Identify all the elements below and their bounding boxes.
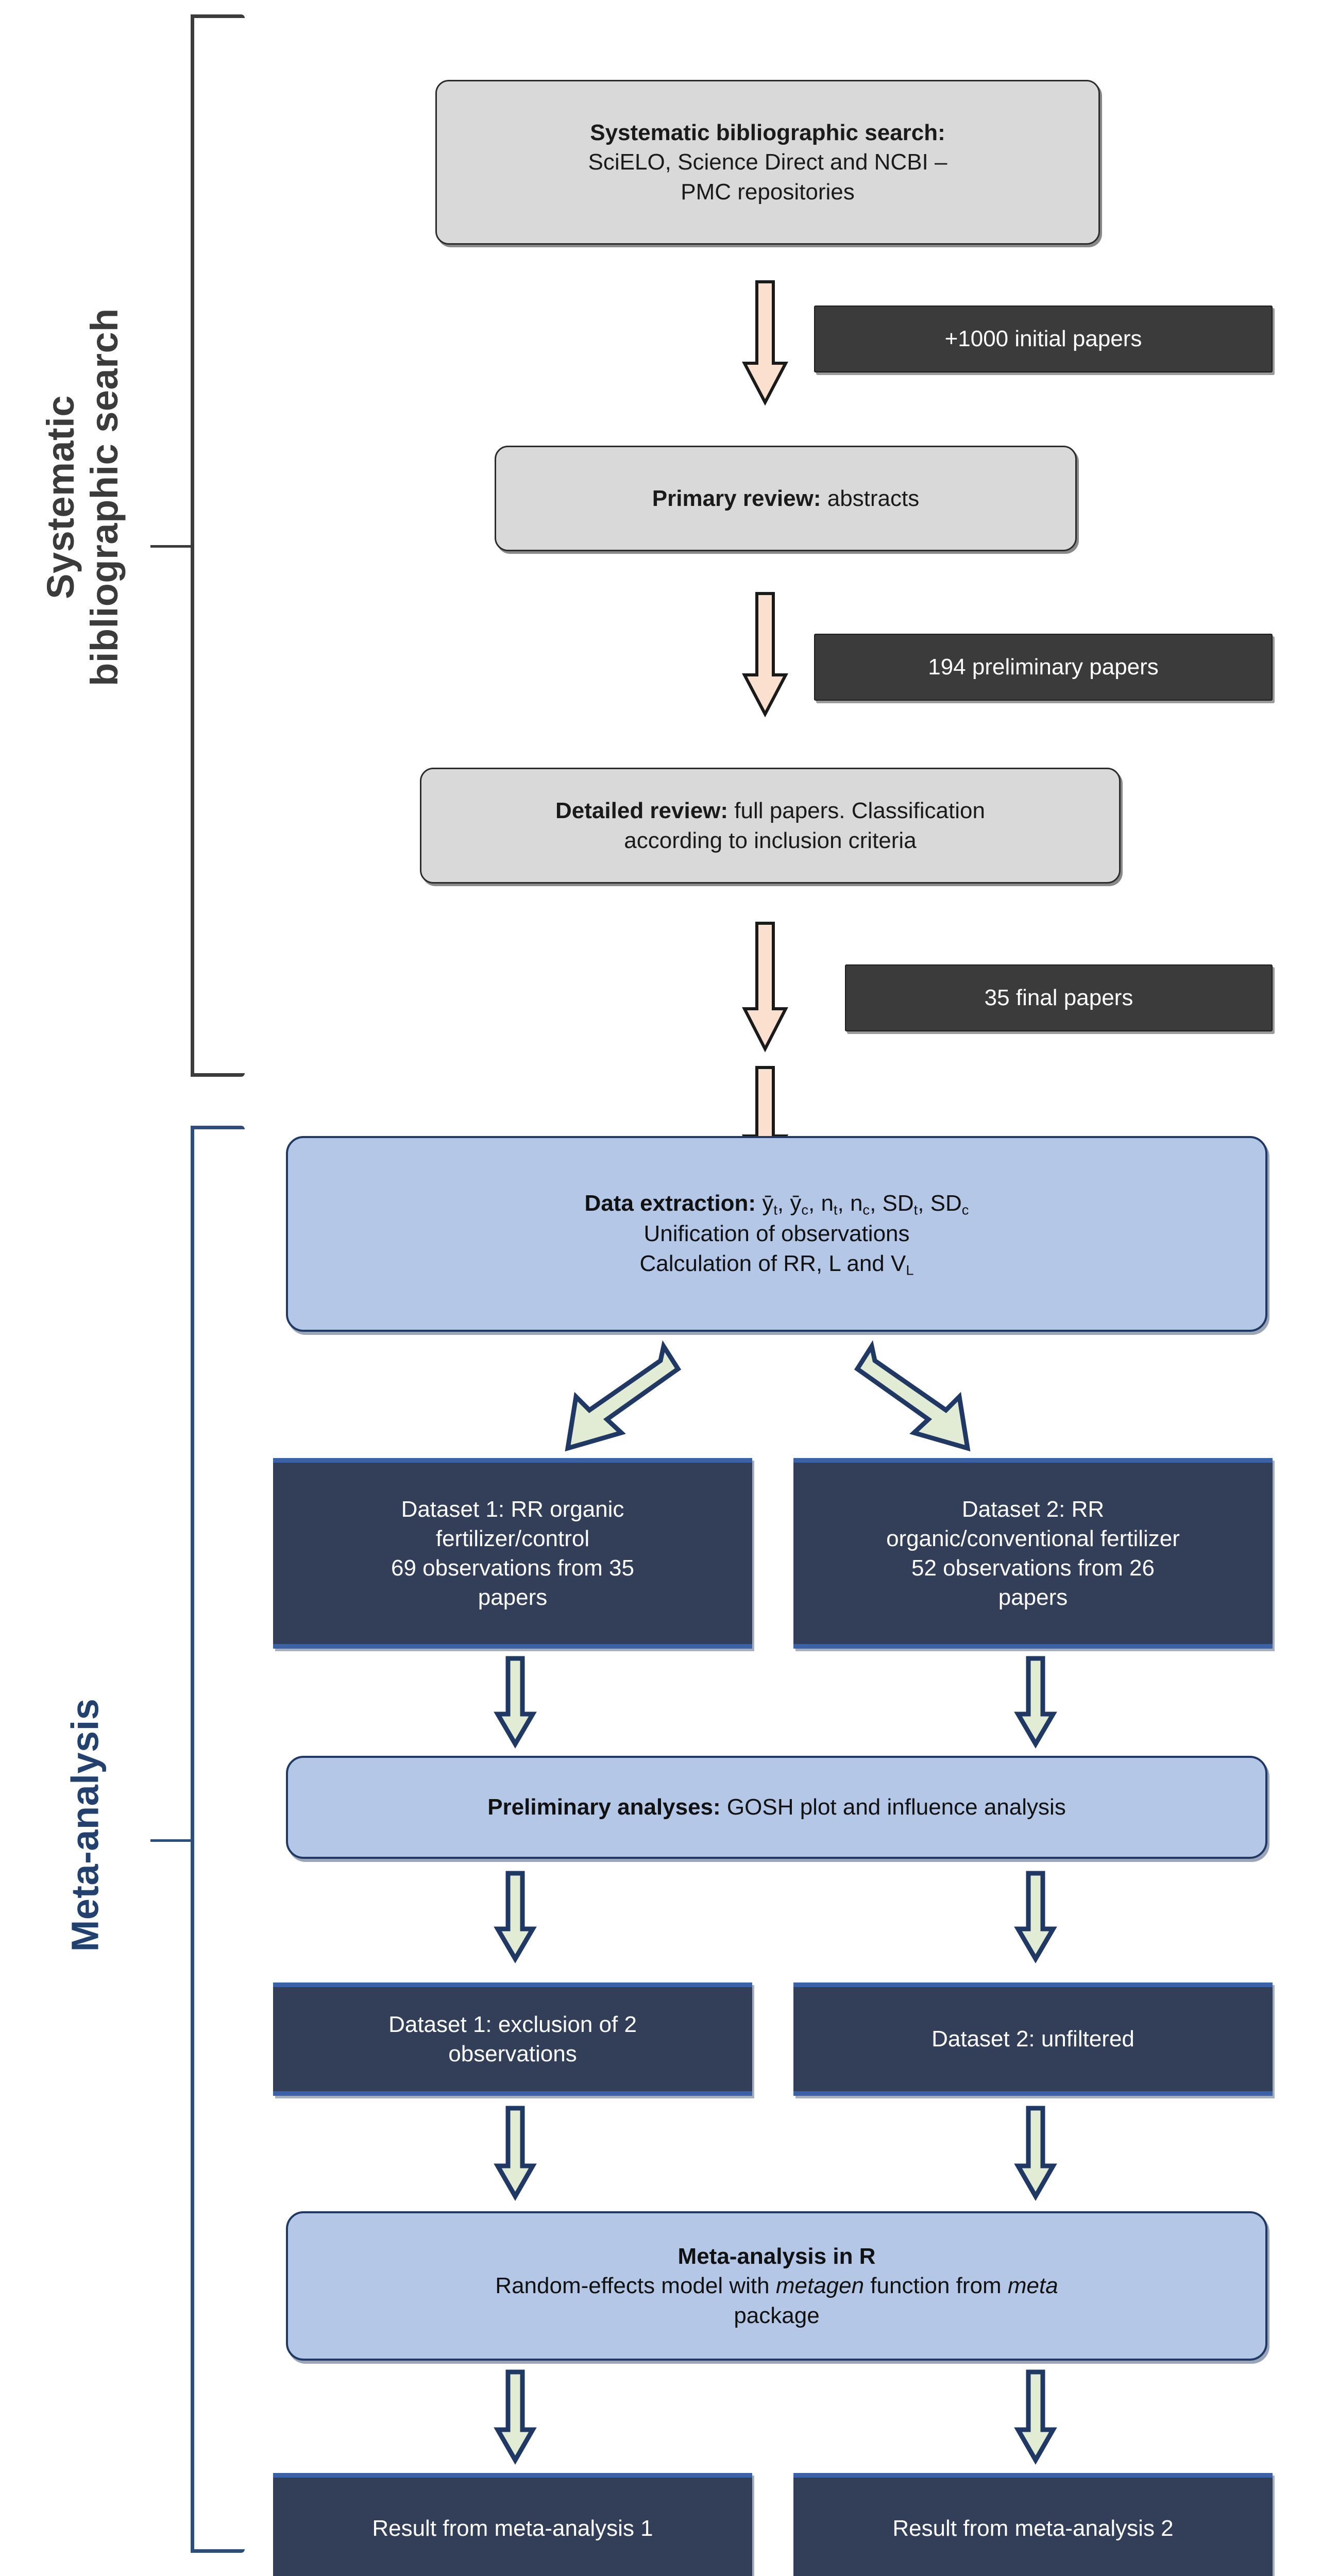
node-line-1: Dataset 1: exclusion of 2	[388, 2011, 637, 2037]
node-line-3: Calculation of RR, L and VL	[639, 1250, 914, 1278]
node-line-4: papers	[478, 1585, 548, 1611]
bracket-middle-nub	[150, 1839, 193, 1842]
node-label: +1000 initial papers	[944, 326, 1142, 352]
node-line1-bold: Detailed review:	[555, 798, 729, 824]
node-line-4: papers	[998, 1585, 1068, 1611]
node-primary-review[interactable]: Primary review: abstracts	[495, 446, 1077, 551]
arrow-down-green-right-1	[1010, 1656, 1061, 1749]
node-count-final-papers[interactable]: 35 final papers	[845, 964, 1273, 1031]
arrow-down-green-left-1	[489, 1656, 541, 1749]
node-line-2: SciELO, Science Direct and NCBI –	[588, 149, 947, 175]
node-line-1: Systematic bibliographic search:	[590, 120, 945, 146]
node-line-2: observations	[448, 2041, 577, 2066]
node-preliminary-analyses[interactable]: Preliminary analyses: GOSH plot and infl…	[286, 1756, 1267, 1859]
section-label-line1: Systematic	[39, 395, 82, 599]
node-detailed-review[interactable]: Detailed review: full papers. Classifica…	[420, 768, 1121, 884]
node-line-1: Dataset 2: RR	[961, 1496, 1105, 1522]
node-label: 194 preliminary papers	[928, 654, 1159, 680]
node-label-bold: Primary review:	[652, 485, 821, 511]
arrow-down-peach-2	[734, 592, 796, 718]
bracket-bottom-cap	[191, 2549, 245, 2553]
node-data-extraction[interactable]: Data extraction: ȳt, ȳc, nt, nc, SDt, SD…	[286, 1136, 1267, 1332]
node-line1-bold: Data extraction:	[584, 1191, 756, 1216]
node-line-3: 52 observations from 26	[911, 1555, 1155, 1581]
node-line-1: Meta-analysis in R	[678, 2244, 876, 2269]
section-label-line2: bibliographic search	[83, 308, 126, 686]
node-dataset-2-filtered[interactable]: Dataset 2: unfiltered	[793, 1982, 1273, 2096]
node-line2-a: Random-effects model with	[495, 2273, 776, 2299]
node-line-1: Dataset 1: RR organic	[401, 1496, 624, 1522]
node-line2-italic-meta: meta	[1007, 2273, 1058, 2299]
node-line-2: fertilizer/control	[435, 1526, 590, 1551]
node-line-2: Unification of observations	[643, 1221, 910, 1247]
node-label-rest: abstracts	[821, 485, 920, 511]
bracket-top-cap	[191, 1126, 245, 1129]
node-line-2: according to inclusion criteria	[624, 827, 917, 853]
node-dataset-1[interactable]: Dataset 1: RR organic fertilizer/control…	[273, 1458, 752, 1649]
node-line-3: 69 observations from 35	[391, 1555, 635, 1581]
node-label-bold: Preliminary analyses:	[487, 1794, 721, 1820]
arrow-down-green-left-2	[489, 1871, 541, 1963]
node-line-1: Dataset 2: unfiltered	[931, 2026, 1134, 2052]
node-result-meta-analysis-1[interactable]: Result from meta-analysis 1	[273, 2473, 752, 2576]
node-line1-rest: full papers. Classification	[728, 798, 985, 824]
node-label: 35 final papers	[984, 985, 1133, 1011]
node-line-2: organic/conventional fertilizer	[886, 1526, 1180, 1551]
node-dataset-1-filtered[interactable]: Dataset 1: exclusion of 2 observations	[273, 1982, 752, 2096]
node-line1-variables: ȳt, ȳc, nt, nc, SDt, SDc	[762, 1191, 969, 1218]
arrow-down-peach-3	[734, 922, 796, 1053]
bracket-bottom-cap	[191, 1073, 245, 1077]
arrow-down-peach-1	[734, 280, 796, 406]
arrow-down-green-right-2	[1010, 1871, 1061, 1963]
bracket-meta-analysis	[150, 1126, 245, 2553]
node-result-meta-analysis-2[interactable]: Result from meta-analysis 2	[793, 2473, 1273, 2576]
node-line-3: PMC repositories	[681, 179, 855, 205]
node-systematic-bibliographic-search[interactable]: Systematic bibliographic search: SciELO,…	[435, 80, 1100, 245]
node-count-preliminary-papers[interactable]: 194 preliminary papers	[814, 634, 1273, 701]
arrow-diagonal-left-green	[556, 1340, 682, 1455]
node-label-rest: GOSH plot and influence analysis	[720, 1794, 1066, 1820]
node-line-3: package	[734, 2302, 820, 2328]
arrow-down-green-left-4	[489, 2369, 541, 2465]
node-count-initial-papers[interactable]: +1000 initial papers	[814, 306, 1273, 372]
bracket-middle-nub	[150, 545, 193, 548]
node-label: Result from meta-analysis 1	[372, 2516, 653, 2541]
arrow-diagonal-right-green	[854, 1340, 979, 1455]
node-meta-analysis-in-r[interactable]: Meta-analysis in R Random-effects model …	[286, 2211, 1267, 2361]
arrow-down-green-right-4	[1010, 2369, 1061, 2465]
section-label-meta-analysis: Meta-analysis	[63, 1604, 107, 2047]
node-line2-italic-metagen: metagen	[775, 2273, 865, 2299]
node-dataset-2[interactable]: Dataset 2: RR organic/conventional ferti…	[793, 1458, 1273, 1649]
arrow-down-green-left-3	[489, 2106, 541, 2201]
node-line2-b: function from	[864, 2273, 1008, 2299]
arrow-down-green-right-3	[1010, 2106, 1061, 2201]
section-label-line1: Meta-analysis	[63, 1698, 107, 1952]
section-label-systematic-search: Systematic bibliographic search	[39, 265, 126, 729]
bracket-top-cap	[191, 14, 245, 18]
bracket-systematic-search	[150, 14, 245, 1077]
node-label: Result from meta-analysis 2	[892, 2516, 1174, 2541]
